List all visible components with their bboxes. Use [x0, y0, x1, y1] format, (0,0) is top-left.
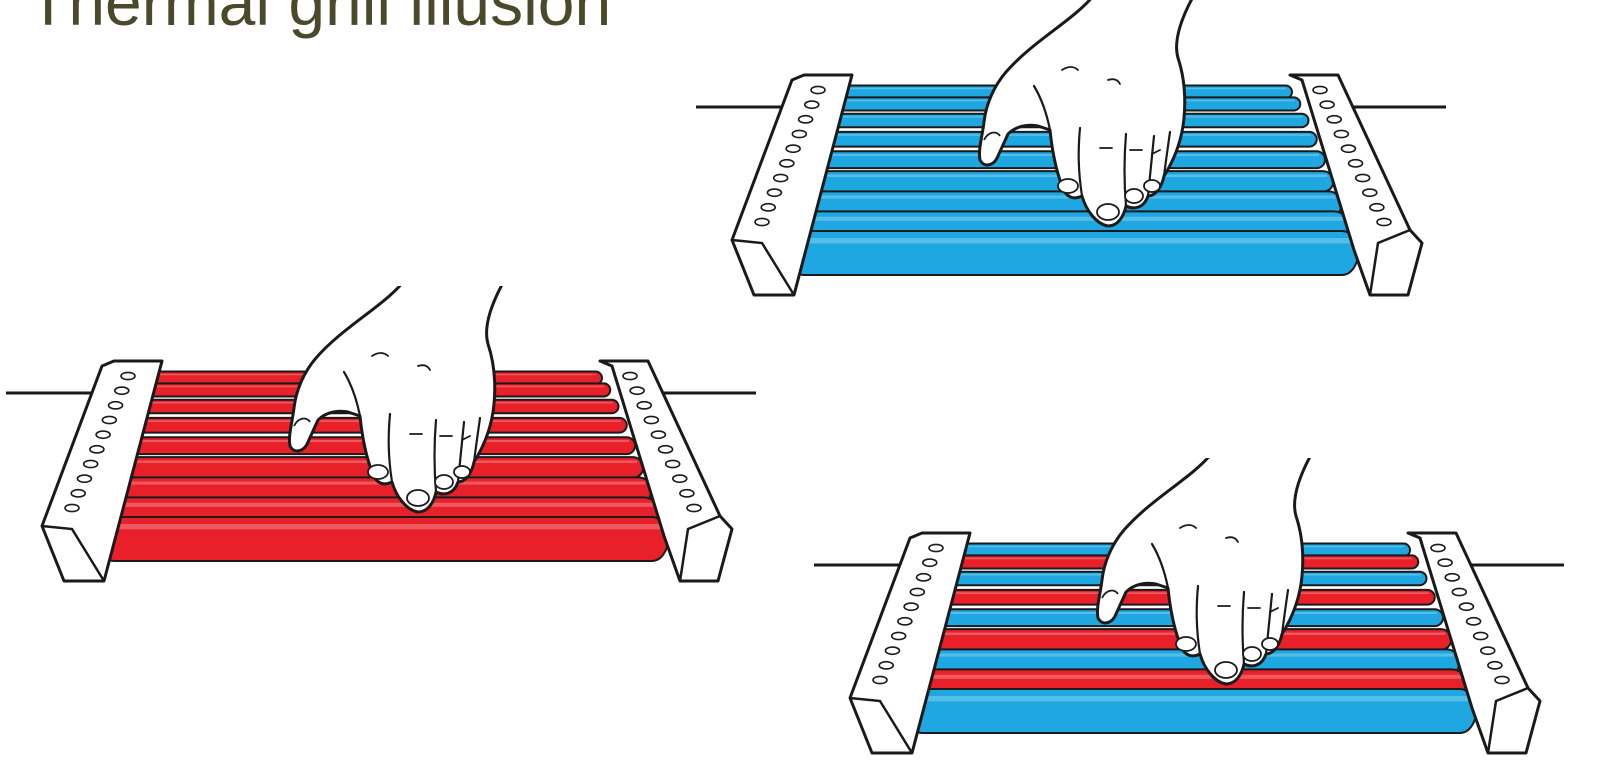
- frame-left: [40, 359, 164, 583]
- frame-hole: [878, 660, 895, 670]
- fingernail: [1261, 637, 1279, 651]
- frame-hole: [82, 459, 99, 469]
- frame-hole: [664, 459, 681, 469]
- bar-cold: [787, 230, 1359, 276]
- frame-hole: [622, 371, 638, 381]
- bar-warm: [97, 516, 669, 562]
- frame-hole: [921, 558, 938, 568]
- frame-hole: [113, 386, 130, 396]
- frame-hole: [1369, 202, 1385, 212]
- slide-title: Thermal grill illusion: [28, 0, 612, 39]
- frame-right: [1406, 531, 1542, 755]
- fingernail: [1057, 178, 1079, 194]
- frame-hole: [872, 675, 888, 685]
- frame-hole: [671, 474, 688, 484]
- frame-hole: [1458, 602, 1475, 612]
- frame-hole: [779, 158, 795, 168]
- fingernail: [434, 474, 454, 490]
- grill-all-cold-figure: [694, 0, 1450, 310]
- frame-hole: [909, 587, 926, 597]
- hand-icon: [288, 286, 504, 514]
- frame-hole: [803, 100, 820, 110]
- frame-hole: [903, 602, 919, 612]
- frame-hole: [70, 488, 87, 498]
- hand-icon: [978, 0, 1194, 228]
- frame-hole: [1430, 543, 1446, 553]
- frame-hole: [785, 144, 801, 154]
- grill-all-warm-svg: [6, 286, 756, 583]
- bar-cold: [905, 688, 1477, 734]
- frame-hole: [1354, 173, 1371, 183]
- frame-hole: [884, 646, 901, 656]
- frame-hole: [89, 444, 105, 454]
- frame-hole: [1451, 587, 1468, 597]
- frame-hole: [657, 444, 674, 454]
- frame-hole: [1376, 217, 1392, 227]
- frame-hole: [754, 217, 770, 227]
- fingernail: [453, 465, 471, 479]
- frame-left: [730, 73, 854, 297]
- frame-hole: [64, 503, 80, 513]
- frame-hole: [101, 415, 118, 425]
- frame-hole: [679, 488, 695, 498]
- frame-hole: [1326, 114, 1343, 124]
- frame-hole: [1340, 144, 1357, 154]
- grill-alternating-svg: [814, 458, 1564, 755]
- fingernail: [1214, 661, 1238, 679]
- frame-hole: [76, 474, 93, 484]
- hand-icon: [1096, 458, 1312, 686]
- frame-hole: [791, 129, 808, 139]
- frame-hole: [1472, 631, 1489, 641]
- frame-hole: [95, 430, 111, 440]
- frame-hole: [1319, 100, 1335, 110]
- fingernail: [1175, 636, 1197, 652]
- frame-hole: [760, 202, 777, 212]
- frame-right: [1288, 73, 1424, 297]
- frame-hole: [810, 85, 826, 95]
- frame-hole: [1465, 616, 1482, 626]
- frame-right: [598, 359, 734, 583]
- frame-hole: [1333, 129, 1350, 139]
- fingernail: [1124, 188, 1144, 204]
- frame-hole: [650, 430, 667, 440]
- fingernail: [406, 489, 430, 507]
- frame-hole: [797, 114, 814, 124]
- grill-bars: [97, 370, 669, 562]
- frame-hole: [686, 503, 702, 513]
- frame-hole: [766, 188, 783, 198]
- fingernail: [1242, 646, 1262, 662]
- frame-left: [848, 531, 972, 755]
- frame-hole: [1494, 675, 1510, 685]
- frame-hole: [928, 543, 944, 553]
- frame-hole: [890, 631, 907, 641]
- frame-hole: [897, 616, 913, 626]
- frame-hole: [107, 400, 124, 410]
- grill-alternating-figure: [812, 458, 1568, 768]
- fingernail: [1096, 203, 1120, 221]
- frame-hole: [1361, 188, 1378, 198]
- frame-hole: [120, 371, 136, 381]
- frame-hole: [643, 415, 660, 425]
- grill-all-warm-figure: [4, 286, 760, 596]
- fingernail: [1143, 179, 1161, 193]
- frame-hole: [1444, 572, 1461, 582]
- frame-hole: [1347, 158, 1364, 168]
- frame-hole: [1437, 558, 1453, 568]
- frame-hole: [636, 400, 653, 410]
- frame-hole: [629, 386, 645, 396]
- frame-hole: [772, 173, 789, 183]
- frame-hole: [1487, 660, 1503, 670]
- frame-hole: [1479, 646, 1496, 656]
- grill-all-cold-svg: [696, 0, 1446, 297]
- fingernail: [367, 464, 389, 480]
- frame-hole: [1312, 85, 1328, 95]
- frame-hole: [915, 572, 932, 582]
